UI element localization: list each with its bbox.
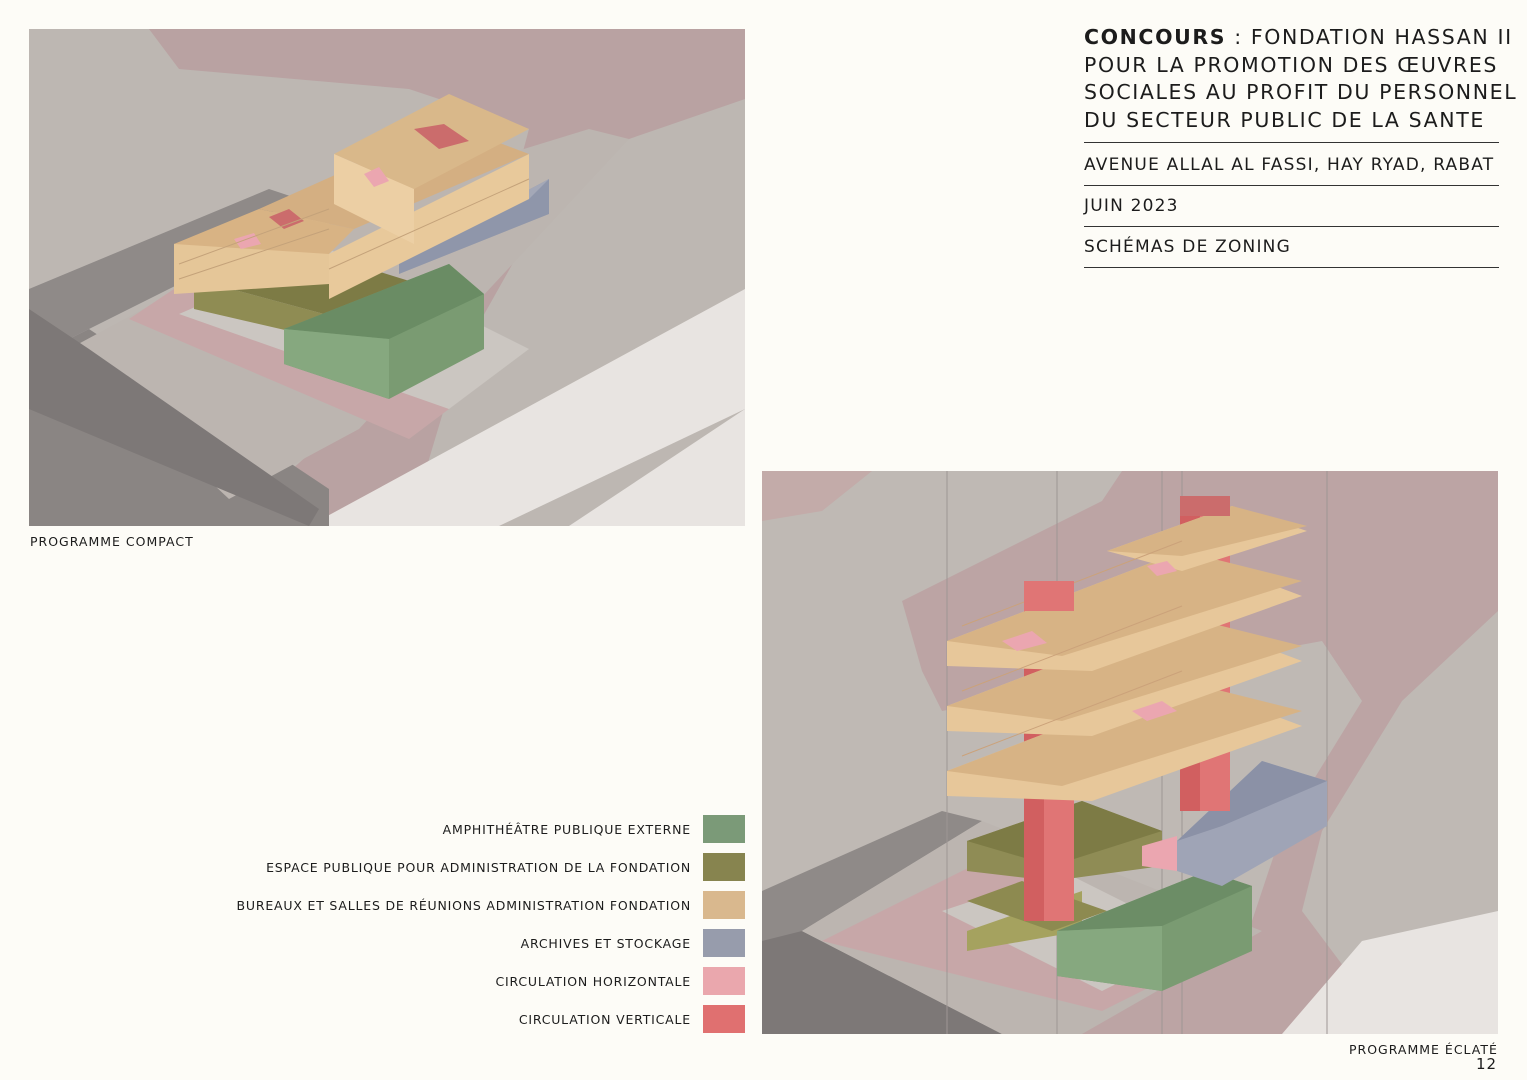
title-line-2: POUR LA PROMOTION DES ŒUVRES [1084, 52, 1499, 77]
legend-swatch [703, 853, 745, 881]
legend-label: ESPACE PUBLIQUE POUR ADMINISTRATION DE L… [266, 859, 691, 875]
compact-programme-diagram [29, 29, 745, 526]
title-line-1-rest: : FONDATION HASSAN II [1226, 25, 1513, 49]
title-block: CONCOURS : FONDATION HASSAN II POUR LA P… [1084, 24, 1518, 268]
legend-label: CIRCULATION VERTICALE [518, 1011, 691, 1027]
exploded-programme-diagram [762, 471, 1498, 1034]
subject-line: SCHÉMAS DE ZONING [1084, 237, 1499, 268]
legend-swatch [703, 967, 745, 995]
legend-swatch [703, 929, 745, 957]
legend-label: CIRCULATION HORIZONTALE [495, 973, 691, 989]
legend-item: BUREAUX ET SALLES DE RÉUNIONS ADMINISTRA… [237, 891, 745, 919]
caption-exploded: PROGRAMME ÉCLATÉ [1349, 1042, 1498, 1057]
legend-item: CIRCULATION VERTICALE [519, 1005, 745, 1033]
legend-swatch [703, 815, 745, 843]
legend-item: ESPACE PUBLIQUE POUR ADMINISTRATION DE L… [266, 853, 745, 881]
title-bold-prefix: CONCOURS [1084, 25, 1227, 49]
caption-compact: PROGRAMME COMPACT [30, 534, 194, 549]
legend-label: ARCHIVES ET STOCKAGE [520, 935, 691, 951]
page-number: 12 [1476, 1055, 1498, 1073]
legend-swatch [703, 891, 745, 919]
legend-label: AMPHITHÉÂTRE PUBLIQUE EXTERNE [442, 821, 691, 837]
legend-item: CIRCULATION HORIZONTALE [495, 967, 745, 995]
title-line-3: SOCIALES AU PROFIT DU PERSONNEL [1084, 80, 1518, 104]
title-line-1: CONCOURS : FONDATION HASSAN II [1084, 24, 1511, 52]
legend-swatch [703, 1005, 745, 1033]
title-line-4: DU SECTEUR PUBLIC DE LA SANTE [1084, 107, 1499, 143]
date-line: JUIN 2023 [1084, 196, 1499, 227]
legend-label: BUREAUX ET SALLES DE RÉUNIONS ADMINISTRA… [236, 897, 691, 913]
legend-item: AMPHITHÉÂTRE PUBLIQUE EXTERNE [443, 815, 745, 843]
address-line: AVENUE ALLAL AL FASSI, HAY RYAD, RABAT [1084, 155, 1499, 186]
legend-item: ARCHIVES ET STOCKAGE [521, 929, 745, 957]
